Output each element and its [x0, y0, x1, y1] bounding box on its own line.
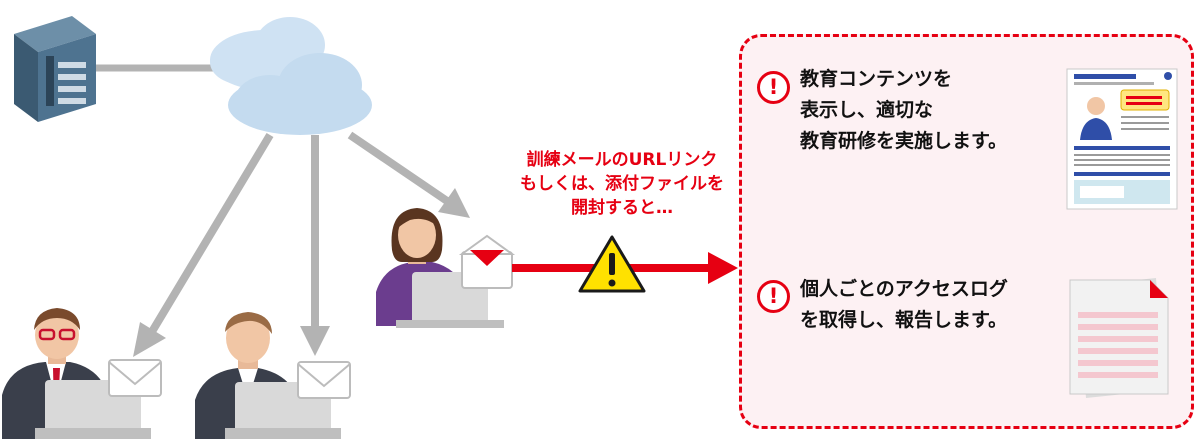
warning-icon — [578, 235, 646, 293]
access-log-note-line: 個人ごとのアクセスログ — [800, 278, 1008, 300]
phishing-caption-line: もしくは、添付ファイルを — [520, 174, 724, 194]
open-envelope-icon — [458, 234, 516, 289]
employee-woman-icon — [376, 208, 504, 328]
phishing-caption: 訓練メールのURLリンク もしくは、添付ファイルを 開封すると… — [482, 148, 762, 220]
distribution-arrows — [133, 131, 470, 357]
exclamation-circle-icon: ! — [757, 280, 790, 313]
envelope-icon — [297, 361, 351, 399]
access-log-note: 個人ごとのアクセスログ を取得し、報告します。 — [800, 274, 1008, 336]
phishing-caption-line: 開封すると… — [571, 198, 673, 218]
exclamation-circle-icon: ! — [757, 71, 790, 104]
education-content-thumbnail — [1066, 68, 1178, 210]
education-note: 教育コンテンツを 表示し、適切な 教育研修を実施します。 — [800, 64, 1007, 157]
access-log-note-line: を取得し、報告します。 — [800, 309, 1008, 331]
phishing-caption-line: 訓練メールのURLリンク — [526, 150, 718, 170]
education-note-line: 教育研修を実施します。 — [800, 130, 1008, 152]
envelope-icon — [108, 359, 162, 397]
education-note-line: 教育コンテンツを — [800, 68, 953, 90]
access-log-report-thumbnail — [1069, 278, 1169, 398]
server-icon — [14, 16, 96, 122]
cloud-icon — [210, 17, 372, 135]
education-note-line: 表示し、適切な — [800, 99, 934, 121]
